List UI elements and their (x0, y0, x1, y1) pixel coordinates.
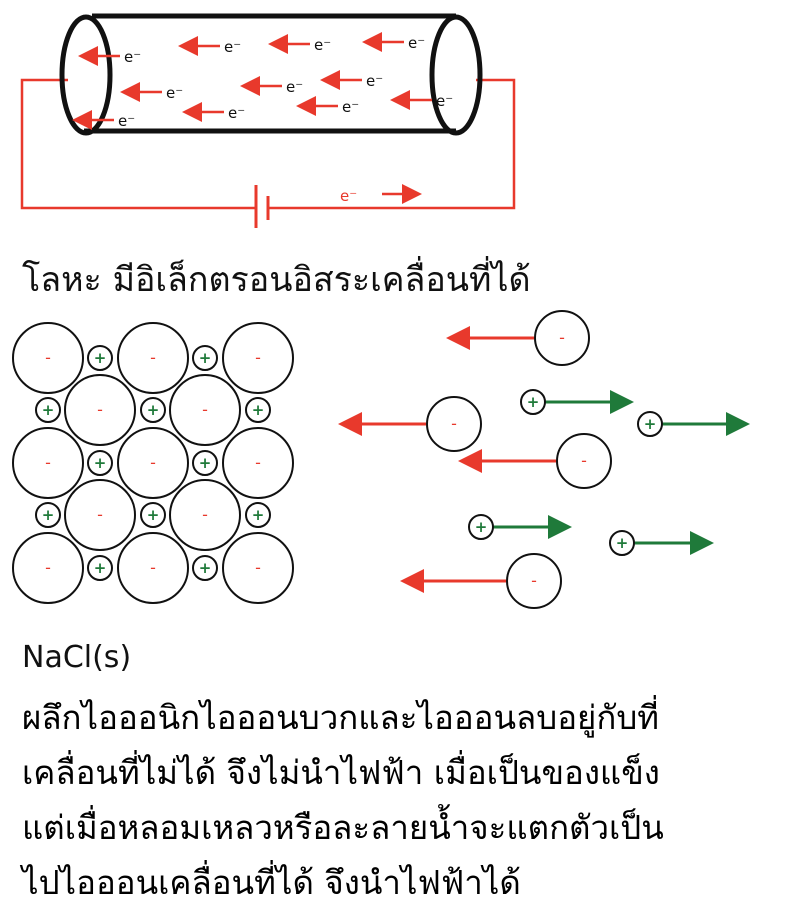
electron-label: e⁻ (286, 78, 303, 96)
anion (169, 374, 241, 446)
circuit-electron-label: e⁻ (340, 187, 357, 205)
anion-sign: - (150, 348, 156, 367)
cation (192, 450, 218, 476)
cation (140, 397, 166, 423)
cation-sign: + (616, 534, 629, 552)
anion-sign: - (581, 451, 587, 470)
anion (117, 427, 189, 499)
cation (637, 411, 663, 437)
metal-caption: โลหะ มีอิเล็กตรอนอิสระเคลื่อนที่ได้ (22, 260, 531, 300)
cation-sign: + (94, 454, 107, 472)
cation-sign: + (147, 401, 160, 419)
cation (140, 502, 166, 528)
electron-label: e⁻ (342, 98, 359, 116)
cation (35, 502, 61, 528)
anion-sign: - (531, 571, 537, 590)
anion-sign: - (255, 453, 261, 472)
anion-sign: - (45, 348, 51, 367)
cation (468, 514, 494, 540)
anion (222, 322, 294, 394)
cation (520, 389, 546, 415)
anion-sign: - (45, 453, 51, 472)
cation (35, 397, 61, 423)
nacl-description: ผลึกไอออนิกไอออนบวกและไอออนลบอยู่กับที่ … (22, 690, 664, 910)
anion (534, 310, 590, 366)
anion (222, 427, 294, 499)
battery-symbol (254, 185, 270, 228)
nacl-label: NaCl(s) (22, 640, 132, 675)
cation (192, 345, 218, 371)
anion (64, 374, 136, 446)
electron-label: e⁻ (166, 84, 183, 102)
anion (426, 396, 482, 452)
description-line: เคลื่อนที่ไม่ได้ จึงไม่นำไฟฟ้า เมื่อเป็น… (22, 753, 660, 792)
electron-label: e⁻ (314, 36, 331, 54)
anion (117, 532, 189, 604)
anion-sign: - (559, 328, 565, 347)
cation-sign: + (527, 393, 540, 411)
anion (12, 532, 84, 604)
cation (87, 345, 113, 371)
cation-sign: + (199, 454, 212, 472)
electron-label: e⁻ (436, 92, 453, 110)
cation-sign: + (644, 415, 657, 433)
cation-sign: + (199, 349, 212, 367)
electron-label: e⁻ (124, 48, 141, 66)
anion (506, 553, 562, 609)
cation (192, 555, 218, 581)
electron-label: e⁻ (408, 34, 425, 52)
anion-sign: - (97, 400, 103, 419)
cation (87, 450, 113, 476)
anion-sign: - (150, 558, 156, 577)
anion (12, 427, 84, 499)
electron-label: e⁻ (366, 72, 383, 90)
cation-sign: + (199, 559, 212, 577)
electron-label: e⁻ (224, 38, 241, 56)
cation-sign: + (252, 401, 265, 419)
cation-sign: + (252, 506, 265, 524)
anion (12, 322, 84, 394)
anion (64, 479, 136, 551)
metal-cylinder (59, 13, 483, 136)
cation (245, 502, 271, 528)
circuit-wire (20, 78, 516, 210)
moving-ions: - - - - + + + + (338, 310, 750, 609)
nacl-lattice: - - - - - - - - - - - - - + + + + + + + + + + + + (12, 322, 294, 604)
description-line: ผลึกไอออนิกไอออนบวกและไอออนลบอยู่กับที่ (22, 698, 660, 737)
anion (117, 322, 189, 394)
anion-sign: - (45, 558, 51, 577)
cation-sign: + (147, 506, 160, 524)
anion-sign: - (255, 348, 261, 367)
electron-label: e⁻ (118, 112, 135, 130)
anion (169, 479, 241, 551)
free-electrons: e⁻ e⁻ e⁻ e⁻ e⁻ e⁻ e⁻ e⁻ e⁻ e⁻ e⁻ (72, 32, 453, 130)
cation-sign: + (94, 559, 107, 577)
anion-sign: - (255, 558, 261, 577)
anion-sign: - (150, 453, 156, 472)
description-line: แต่เมื่อหลอมเหลวหรือละลายน้ำจะแตกตัวเป็น (22, 808, 664, 847)
anion-sign: - (97, 505, 103, 524)
cation-sign: + (42, 506, 55, 524)
anion-sign: - (202, 400, 208, 419)
cation (609, 530, 635, 556)
anion (556, 433, 612, 489)
cation-sign: + (42, 401, 55, 419)
anion (222, 532, 294, 604)
cation (87, 555, 113, 581)
anion-sign: - (451, 414, 457, 433)
description-line: ไปไอออนเคลื่อนที่ได้ จึงนำไฟฟ้าได้ (22, 863, 521, 902)
cation (245, 397, 271, 423)
cation-sign: + (475, 518, 488, 536)
anion-sign: - (202, 505, 208, 524)
electron-label: e⁻ (228, 104, 245, 122)
cation-sign: + (94, 349, 107, 367)
